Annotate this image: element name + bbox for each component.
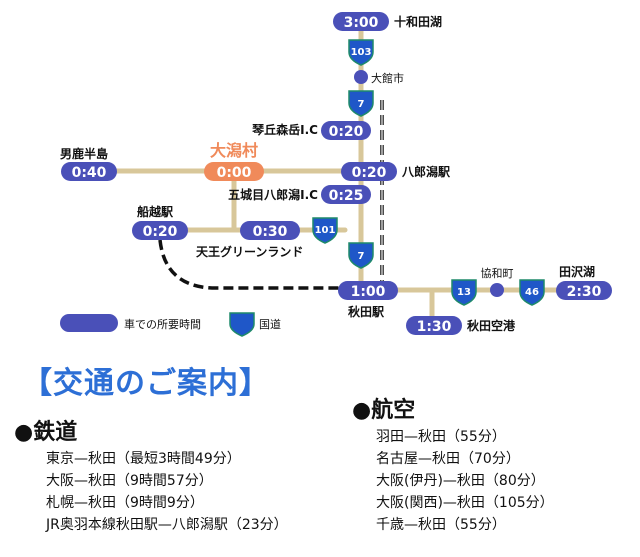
route-7-shield-north: 7: [348, 90, 374, 117]
rail-item: JR奥羽本線秋田駅—八郎潟駅（23分）: [46, 517, 288, 533]
legend-time-swatch: [60, 314, 118, 332]
air-heading: ●航空: [352, 398, 416, 423]
transport-info: 【交通のご案内】 ●鉄道 東京—秋田（最短3時間49分） 大阪—秋田（9時間57…: [0, 350, 640, 557]
destination-label: 大潟村: [210, 141, 258, 160]
legend-time-label: 車での所要時間: [124, 317, 201, 331]
access-map: 3:00 十和田湖 103 大館市 7 琴丘森岳I.C 0:20 男鹿半島 0:…: [60, 12, 612, 337]
route-13-shield: 13: [451, 279, 477, 306]
route-101: 101: [315, 225, 336, 236]
rail-heading: ●鉄道: [14, 420, 78, 445]
time-gojome: 0:25: [329, 188, 364, 204]
time-tazawako: 2:30: [567, 284, 602, 300]
label-akita-station: 秋田駅: [348, 304, 385, 319]
time-pill-funakoshi: [132, 221, 188, 240]
route-7-south: 7: [358, 251, 365, 262]
air-item: 大阪(伊丹)—秋田（80分）: [376, 473, 545, 489]
time-tenno: 0:30: [253, 224, 288, 240]
map-legend: 車での所要時間 国道: [60, 312, 281, 337]
time-towada: 3:00: [344, 15, 379, 31]
time-pill-towada: [333, 12, 389, 31]
time-pill-kotooka: [321, 121, 371, 140]
label-funakoshi-station: 船越駅: [137, 204, 174, 219]
route-103-shield: 103: [348, 39, 374, 66]
label-odate: 大館市: [371, 71, 404, 85]
time-pill-akita-station: [338, 281, 398, 300]
label-towada: 十和田湖: [394, 14, 442, 29]
time-kotooka: 0:20: [329, 124, 364, 140]
air-item: 羽田—秋田（55分）: [376, 429, 506, 445]
time-akita-airport: 1:30: [417, 319, 452, 335]
label-hachirogata-station: 八郎潟駅: [401, 164, 451, 179]
air-item: 大阪(関西)—秋田（105分）: [376, 495, 554, 511]
time-center: 0:00: [217, 165, 252, 181]
time-funakoshi: 0:20: [143, 224, 178, 240]
legend-road-shield-icon: [229, 312, 255, 337]
label-akita-airport: 秋田空港: [467, 318, 516, 333]
route-7-shield-south: 7: [348, 242, 374, 269]
time-pill-center: [204, 162, 264, 181]
route-13: 13: [457, 287, 471, 298]
route-46: 46: [525, 287, 539, 298]
label-kyowa: 協和町: [481, 267, 514, 280]
route-7-north: 7: [358, 99, 365, 110]
time-pill-tazawako: [556, 281, 612, 300]
label-tenno: 天王グリーンランド: [196, 244, 303, 259]
rail-item: 東京—秋田（最短3時間49分）: [46, 451, 241, 467]
time-pill-hachirogata: [341, 162, 397, 181]
time-oga: 0:40: [72, 165, 107, 181]
label-oga: 男鹿半島: [60, 146, 108, 161]
kyowa-marker: [490, 283, 504, 297]
time-pill-gojome: [321, 185, 371, 204]
rail-item: 札幌—秋田（9時間9分）: [46, 495, 204, 511]
time-akita-station: 1:00: [351, 284, 386, 300]
rail-list: 東京—秋田（最短3時間49分） 大阪—秋田（9時間57分） 札幌—秋田（9時間9…: [46, 448, 288, 536]
time-pill-akita-airport: [406, 316, 462, 335]
label-kotooka-ic: 琴丘森岳I.C: [251, 122, 318, 137]
time-pill-oga: [61, 162, 117, 181]
time-pill-tenno: [240, 221, 300, 240]
air-item: 名古屋—秋田（70分）: [376, 451, 520, 467]
legend-road-label: 国道: [259, 317, 281, 331]
route-103: 103: [351, 47, 372, 58]
rail-item: 大阪—秋田（9時間57分）: [46, 473, 213, 489]
route-101-shield: 101: [312, 217, 338, 244]
label-gojome-ic: 五城目八郎潟I.C: [228, 187, 318, 202]
air-list: 羽田—秋田（55分） 名古屋—秋田（70分） 大阪(伊丹)—秋田（80分） 大阪…: [376, 426, 554, 536]
section-title: 【交通のご案内】: [22, 366, 270, 401]
odate-marker: [354, 70, 368, 84]
route-46-shield: 46: [519, 279, 545, 306]
time-hachirogata: 0:20: [352, 165, 387, 181]
air-item: 千歳—秋田（55分）: [376, 517, 506, 533]
label-tazawako: 田沢湖: [559, 264, 595, 279]
